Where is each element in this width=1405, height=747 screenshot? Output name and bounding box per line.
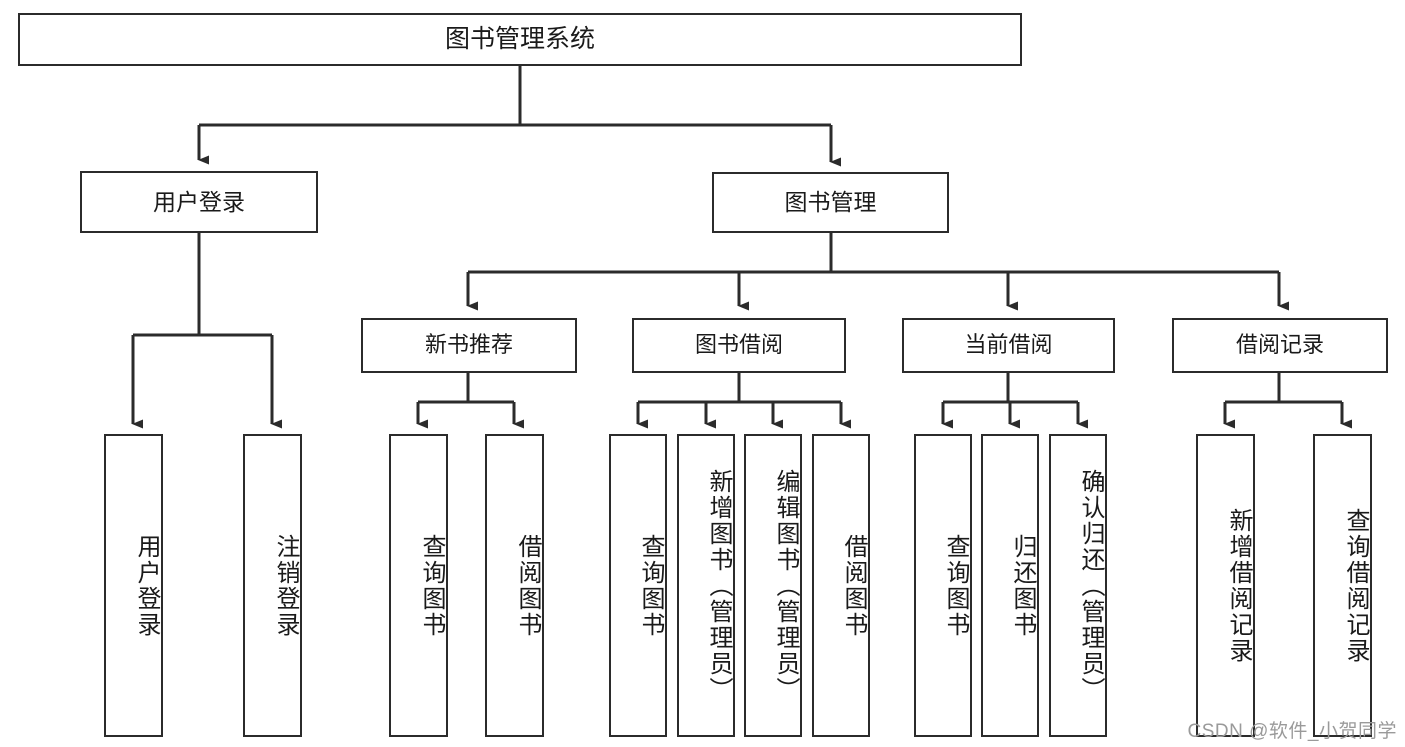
node-leaf-current-confirm-return[interactable]: 确认归还（管理员）	[1049, 434, 1107, 737]
node-book-borrow-label: 图书借阅	[694, 332, 783, 358]
node-leaf-borrow-borrow-book-label: 借阅图书	[840, 533, 867, 638]
node-user-login[interactable]: 用户登录	[80, 171, 318, 233]
node-root-system-label: 图书管理系统	[444, 25, 595, 54]
node-leaf-borrow-add-book-label: 新增图书（管理员）	[705, 468, 732, 703]
node-leaf-new-book-query-label: 查询图书	[418, 533, 445, 638]
node-leaf-user-login-logout[interactable]: 注销登录	[243, 434, 302, 737]
node-leaf-current-return[interactable]: 归还图书	[981, 434, 1039, 737]
node-user-login-label: 用户登录	[153, 188, 245, 215]
node-leaf-borrow-borrow-book[interactable]: 借阅图书	[812, 434, 870, 737]
node-leaf-record-query-label: 查询借阅记录	[1342, 507, 1369, 664]
node-leaf-current-query-label: 查询图书	[942, 533, 969, 638]
node-leaf-user-login-login[interactable]: 用户登录	[104, 434, 163, 737]
node-new-book-recommend-label: 新书推荐	[424, 332, 513, 358]
node-leaf-new-book-borrow[interactable]: 借阅图书	[485, 434, 544, 737]
node-leaf-borrow-edit-book-label: 编辑图书（管理员）	[772, 468, 799, 703]
node-leaf-new-book-query[interactable]: 查询图书	[389, 434, 448, 737]
node-leaf-current-query[interactable]: 查询图书	[914, 434, 972, 737]
node-leaf-borrow-query[interactable]: 查询图书	[609, 434, 667, 737]
node-book-management[interactable]: 图书管理	[712, 172, 949, 233]
node-root-system[interactable]: 图书管理系统	[18, 13, 1022, 66]
node-leaf-borrow-edit-book[interactable]: 编辑图书（管理员）	[744, 434, 802, 737]
node-leaf-current-return-label: 归还图书	[1009, 533, 1036, 638]
node-leaf-user-login-login-label: 用户登录	[133, 533, 160, 638]
node-borrow-record-label: 借阅记录	[1235, 332, 1324, 358]
node-new-book-recommend[interactable]: 新书推荐	[361, 318, 577, 373]
node-current-borrow-label: 当前借阅	[964, 332, 1053, 358]
node-borrow-record[interactable]: 借阅记录	[1172, 318, 1388, 373]
node-book-management-label: 图书管理	[784, 189, 877, 216]
node-current-borrow[interactable]: 当前借阅	[902, 318, 1115, 373]
node-leaf-record-add[interactable]: 新增借阅记录	[1196, 434, 1255, 737]
node-leaf-borrow-add-book[interactable]: 新增图书（管理员）	[677, 434, 735, 737]
node-book-borrow[interactable]: 图书借阅	[632, 318, 846, 373]
node-leaf-record-query[interactable]: 查询借阅记录	[1313, 434, 1372, 737]
node-leaf-borrow-query-label: 查询图书	[637, 533, 664, 638]
node-leaf-new-book-borrow-label: 借阅图书	[514, 533, 541, 638]
csdn-watermark: CSDN @软件_小贺同学	[1187, 721, 1397, 742]
node-leaf-record-add-label: 新增借阅记录	[1225, 507, 1252, 664]
node-leaf-current-confirm-return-label: 确认归还（管理员）	[1077, 468, 1104, 703]
node-leaf-user-login-logout-label: 注销登录	[272, 533, 299, 638]
